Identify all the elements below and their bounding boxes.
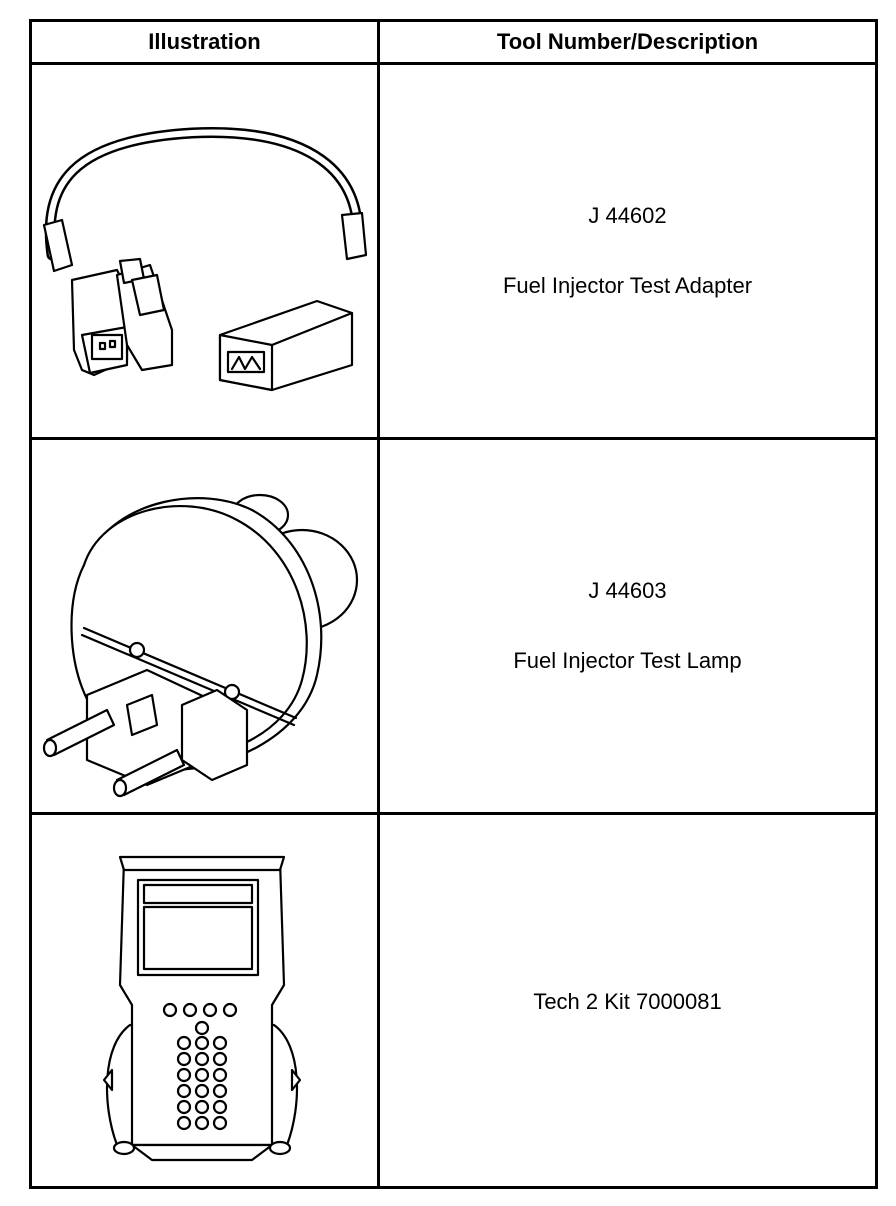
- table-row-1-description: J 44602 Fuel Injector Test Adapter: [380, 65, 875, 437]
- special-tools-table: Illustration Tool Number/Description: [29, 19, 878, 1189]
- table-row-3-illustration: [32, 815, 377, 1189]
- tool-number: J 44603: [588, 578, 667, 603]
- tool-description: Fuel Injector Test Lamp: [513, 648, 742, 673]
- row-divider: [32, 437, 875, 440]
- fuel-injector-test-lamp-icon: [42, 493, 359, 798]
- header-tool-number-description: Tool Number/Description: [496, 29, 759, 54]
- fuel-injector-test-adapter-icon: [42, 127, 368, 392]
- tool-description: Tech 2 Kit 7000081: [533, 989, 722, 1014]
- row-divider: [32, 812, 875, 815]
- tool-number: J 44602: [588, 203, 667, 228]
- column-divider: [377, 22, 380, 1186]
- table-row-1-illustration: [32, 65, 377, 437]
- header-divider: [32, 62, 875, 65]
- table-row-2-description: J 44603 Fuel Injector Test Lamp: [380, 440, 875, 812]
- tool-description: Fuel Injector Test Adapter: [502, 273, 753, 298]
- header-illustration: Illustration: [148, 29, 261, 54]
- tech2-scan-tool-icon: [102, 855, 302, 1162]
- table-row-2-illustration: [32, 440, 377, 812]
- table-row-3-description: Tech 2 Kit 7000081: [380, 815, 875, 1189]
